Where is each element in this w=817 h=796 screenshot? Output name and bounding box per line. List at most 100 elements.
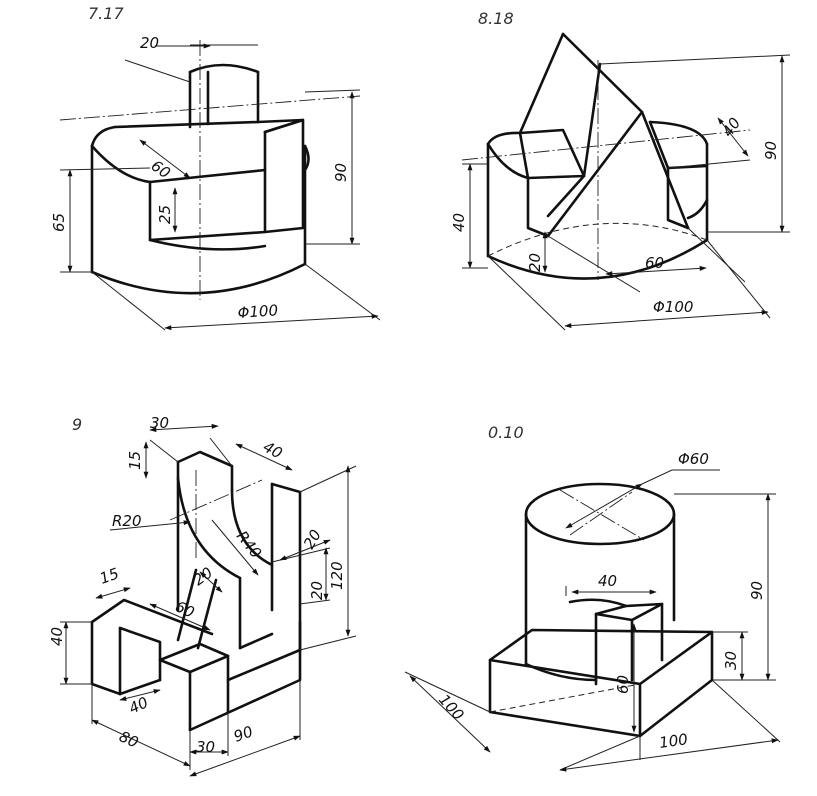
f3-dim-r40 [211,519,259,576]
f3-label-40-left: 40 [48,627,66,646]
f1-top-front-edge [148,168,267,184]
f3-label-20-rib: 20 [190,564,216,590]
f2-fin-top-edge [561,32,644,114]
f3-dim-40-bottom [119,689,161,701]
f3-dim-80 [91,719,191,767]
f1-cylinder-bottom-arc [90,262,307,295]
f4-label-30: 30 [722,651,740,670]
f2-cylinder-front-arc [486,142,530,180]
f2-left-block-front [526,176,550,238]
f3-label-20-lower: 20 [308,581,326,600]
f2-ext-40b [667,159,751,169]
f2-right-block-arc [686,198,709,220]
f3-ext-30-top-right [209,437,233,467]
f2-fin-slope [546,110,644,238]
f1-label-60: 60 [148,157,174,183]
f4-base-hidden [489,683,641,713]
f4-label-60: 60 [614,675,632,694]
f3-rib-right [196,578,218,650]
f3-upright-foot [238,632,274,650]
f1-dim-dia [164,313,379,331]
figure-2: 8.18 [450,9,791,331]
f3-front-block-left [158,658,192,732]
f3-label-90: 90 [231,722,255,745]
f3-upright-arc-outer [176,476,242,580]
f3-ext-120-bottom [299,635,357,651]
f1-slot-side [263,118,305,234]
f3-label-15: 15 [126,451,144,470]
f3-dim-15-left [95,587,131,599]
f4-label-100-bottom: 100 [658,730,689,752]
figure-2-number: 8.18 [478,9,514,28]
f3-dim-60 [149,603,211,631]
figure-1: 7.17 [50,4,381,331]
f2-ext-dia-left [487,255,566,331]
f1-ext-65-top [59,167,151,171]
f1-label-25: 25 [156,205,174,224]
f4-centerline-b [569,491,633,536]
f4-label-100-left: 100 [435,691,468,724]
f2-left-block-slope [546,174,586,218]
f3-label-80: 80 [116,727,141,751]
f3-front-block-top [158,642,230,674]
f4-base-outline [488,628,714,738]
f3-dim-r20 [109,520,191,531]
f4-dim-100-bottom [559,738,779,772]
figure-3: 9 [48,414,357,777]
f3-label-30-bottom: 30 [196,738,215,756]
f3-dim-20-right [279,539,331,561]
f1-centerline-h [59,95,361,121]
f1-ext-dia-right [304,263,381,321]
f3-ext-30-top [149,439,179,463]
f4-centerline-a [559,489,645,541]
f2-ext-60-right [687,227,746,283]
f1-slot-outline [148,130,267,242]
f2-right-block-front [666,166,690,230]
f1-label-65: 65 [50,213,68,232]
f1-label-90: 90 [332,163,350,182]
f3-left-block-front [90,620,122,696]
f2-dim-dia [564,309,769,329]
f3-left-block-step [118,626,162,682]
f2-ext-90-top [599,54,791,65]
f2-centerline-h [461,129,751,161]
f4-dim-100-left [409,675,491,753]
f3-dim-40-top [235,443,293,471]
f2-label-40-right: 40 [719,114,745,140]
f3-upright-right [270,482,302,652]
f4-label-90: 90 [748,581,766,600]
f1-block-top-arc [188,63,260,74]
f4-dim-dia [565,483,643,529]
f4-notch-top [594,602,664,622]
f3-dim-20-rib [199,571,223,593]
f2-label-dia: Φ100 [653,298,693,316]
f2-dim-60 [605,265,707,277]
f2-cylinder-bottom-arc [486,238,709,280]
f2-label-40-left: 40 [450,213,468,232]
figure-4-number: 0.10 [488,423,524,442]
f1-cylinder-top-arc [90,125,117,148]
figure-1-number: 7.17 [88,4,124,23]
f1-cylinder-right-arc [303,144,310,172]
f2-fin-ridge [582,62,602,178]
figure-3-number: 9 [72,415,82,434]
f2-cylinder-top-left-arc [486,131,522,146]
f4-label-dia: Φ60 [678,450,709,468]
f4-label-40: 40 [598,572,617,590]
f3-label-20-right: 20 [300,526,325,552]
f2-cylinder-hidden-arc [487,222,708,257]
f2-label-20: 20 [526,253,544,272]
f1-ext-20a [124,59,191,83]
f2-label-60: 60 [645,254,664,272]
f4-base-top-edge [488,630,714,686]
f3-label-15-left: 15 [97,564,121,587]
f4-ext-100-right [711,679,781,743]
f2-label-90: 90 [762,141,780,160]
f2-cylinder-top-right-arc [648,120,709,146]
f1-ext-90-top [304,89,361,93]
f1-label-dia: Φ100 [237,301,279,322]
f3-label-40-top: 40 [260,438,285,463]
f3-label-120: 120 [328,561,346,590]
f3-centerline-h [169,479,263,521]
